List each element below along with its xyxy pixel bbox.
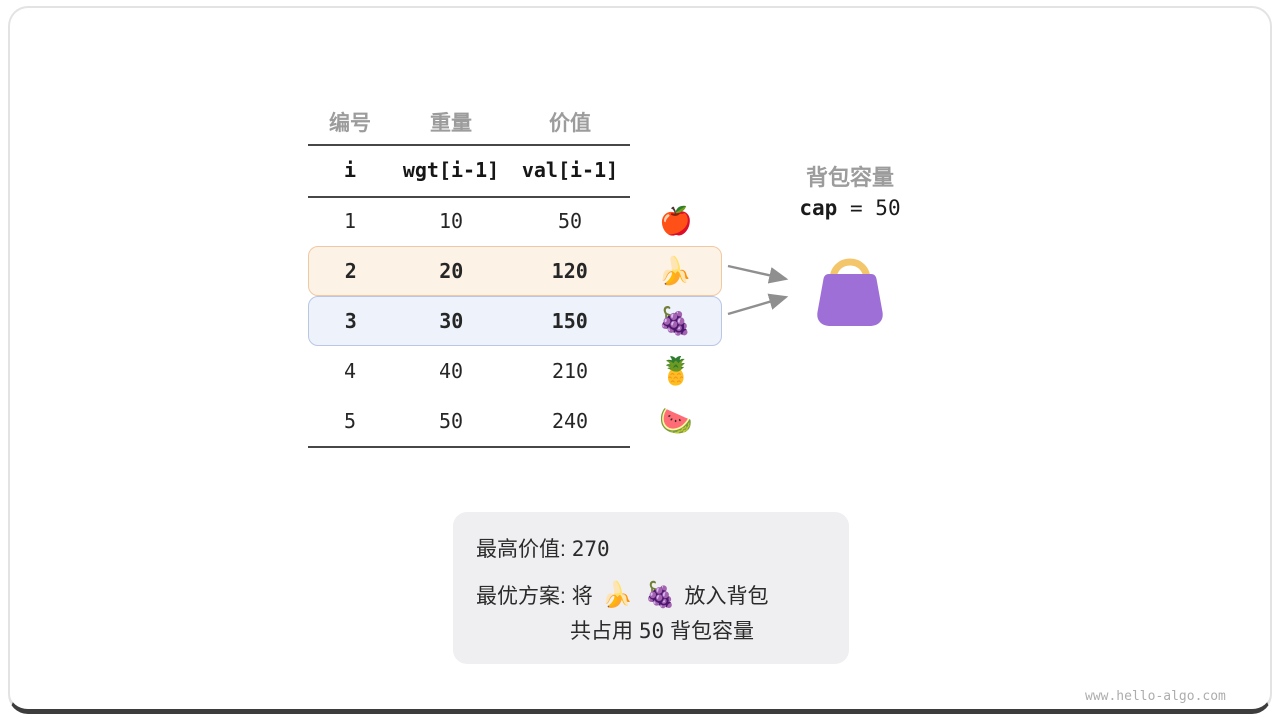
cell-value: 50 xyxy=(557,209,583,233)
cell-id: 1 xyxy=(343,209,357,233)
banana-icon: 🍌 xyxy=(601,581,633,609)
table-row-watermelon: 5 50 240 🍉 xyxy=(308,396,722,446)
best-value-label: 最高价值: xyxy=(476,538,566,561)
plan-label: 最优方案: xyxy=(476,585,566,608)
table-rule-middle xyxy=(308,196,630,198)
cap-equals: = xyxy=(849,196,863,220)
cell-id: 4 xyxy=(343,359,357,383)
table-row-apple: 1 10 50 🍎 xyxy=(308,196,722,246)
items-table: 编号 重量 价值 i wgt[i-1] val[i-1] 1 10 50 🍎 2… xyxy=(308,100,722,450)
table-header-code: i wgt[i-1] val[i-1] xyxy=(308,144,722,196)
table-row-banana-highlighted: 2 20 120 🍌 xyxy=(308,246,722,296)
cap-keyword: cap xyxy=(799,196,838,220)
cell-id: 2 xyxy=(344,259,357,283)
capacity-equation: cap = 50 xyxy=(766,196,934,220)
grapes-icon: 🍇 xyxy=(644,581,676,609)
site-url: www.hello-algo.com xyxy=(1085,689,1226,704)
banana-icon: 🍌 xyxy=(658,255,693,287)
cell-weight: 40 xyxy=(438,359,464,383)
table-rule-bottom xyxy=(308,446,630,448)
usage-line: 共占用 50 背包容量 xyxy=(570,617,849,646)
code-header-i: i xyxy=(343,158,357,182)
best-plan-line: 最优方案: 将 🍌 🍇 放入背包 xyxy=(476,581,849,611)
header-weight: 重量 xyxy=(430,112,472,135)
table-header-cn: 编号 重量 价值 xyxy=(308,100,722,144)
result-box: 最高价值: 270 最优方案: 将 🍌 🍇 放入背包 共占用 50 背包容量 xyxy=(453,512,849,664)
header-id: 编号 xyxy=(329,112,371,135)
grapes-icon: 🍇 xyxy=(658,305,693,337)
usage-value: 50 xyxy=(638,619,665,643)
usage-suffix: 背包容量 xyxy=(669,620,754,643)
cell-value: 120 xyxy=(551,259,588,283)
cell-weight: 50 xyxy=(438,409,464,433)
plan-suffix: 放入背包 xyxy=(684,585,769,608)
table-rule-top xyxy=(308,144,630,146)
handbag-handle xyxy=(829,258,871,284)
usage-prefix: 共占用 xyxy=(570,620,633,643)
code-header-val: val[i-1] xyxy=(521,158,619,182)
arrow-banana-to-bag xyxy=(727,264,789,284)
plan-word: 将 xyxy=(571,585,593,608)
cell-weight: 10 xyxy=(438,209,464,233)
watermelon-icon: 🍉 xyxy=(659,405,693,437)
cell-id: 3 xyxy=(344,309,357,333)
apple-icon: 🍎 xyxy=(659,205,693,237)
best-value-line: 最高价值: 270 xyxy=(476,535,849,564)
cell-value: 240 xyxy=(551,409,589,433)
cell-weight: 30 xyxy=(439,309,464,333)
knapsack-capacity-label: 背包容量 xyxy=(805,165,894,190)
handbag-body xyxy=(817,274,883,326)
cap-value: 50 xyxy=(875,196,901,220)
cell-value: 150 xyxy=(551,309,588,333)
best-value: 270 xyxy=(571,537,610,561)
arrow-grapes-to-bag xyxy=(727,293,789,316)
cell-value: 210 xyxy=(551,359,589,383)
figure-card: 编号 重量 价值 i wgt[i-1] val[i-1] 1 10 50 🍎 2… xyxy=(8,6,1272,714)
code-header-wgt: wgt[i-1] xyxy=(402,158,500,182)
pineapple-icon: 🍍 xyxy=(659,355,693,387)
selection-arrows xyxy=(727,264,789,316)
header-value: 价值 xyxy=(549,112,591,135)
table-row-grapes-highlighted: 3 30 150 🍇 xyxy=(308,296,722,346)
handbag-icon xyxy=(817,258,883,326)
cell-weight: 20 xyxy=(439,259,464,283)
table-row-pineapple: 4 40 210 🍍 xyxy=(308,346,722,396)
cell-id: 5 xyxy=(343,409,357,433)
